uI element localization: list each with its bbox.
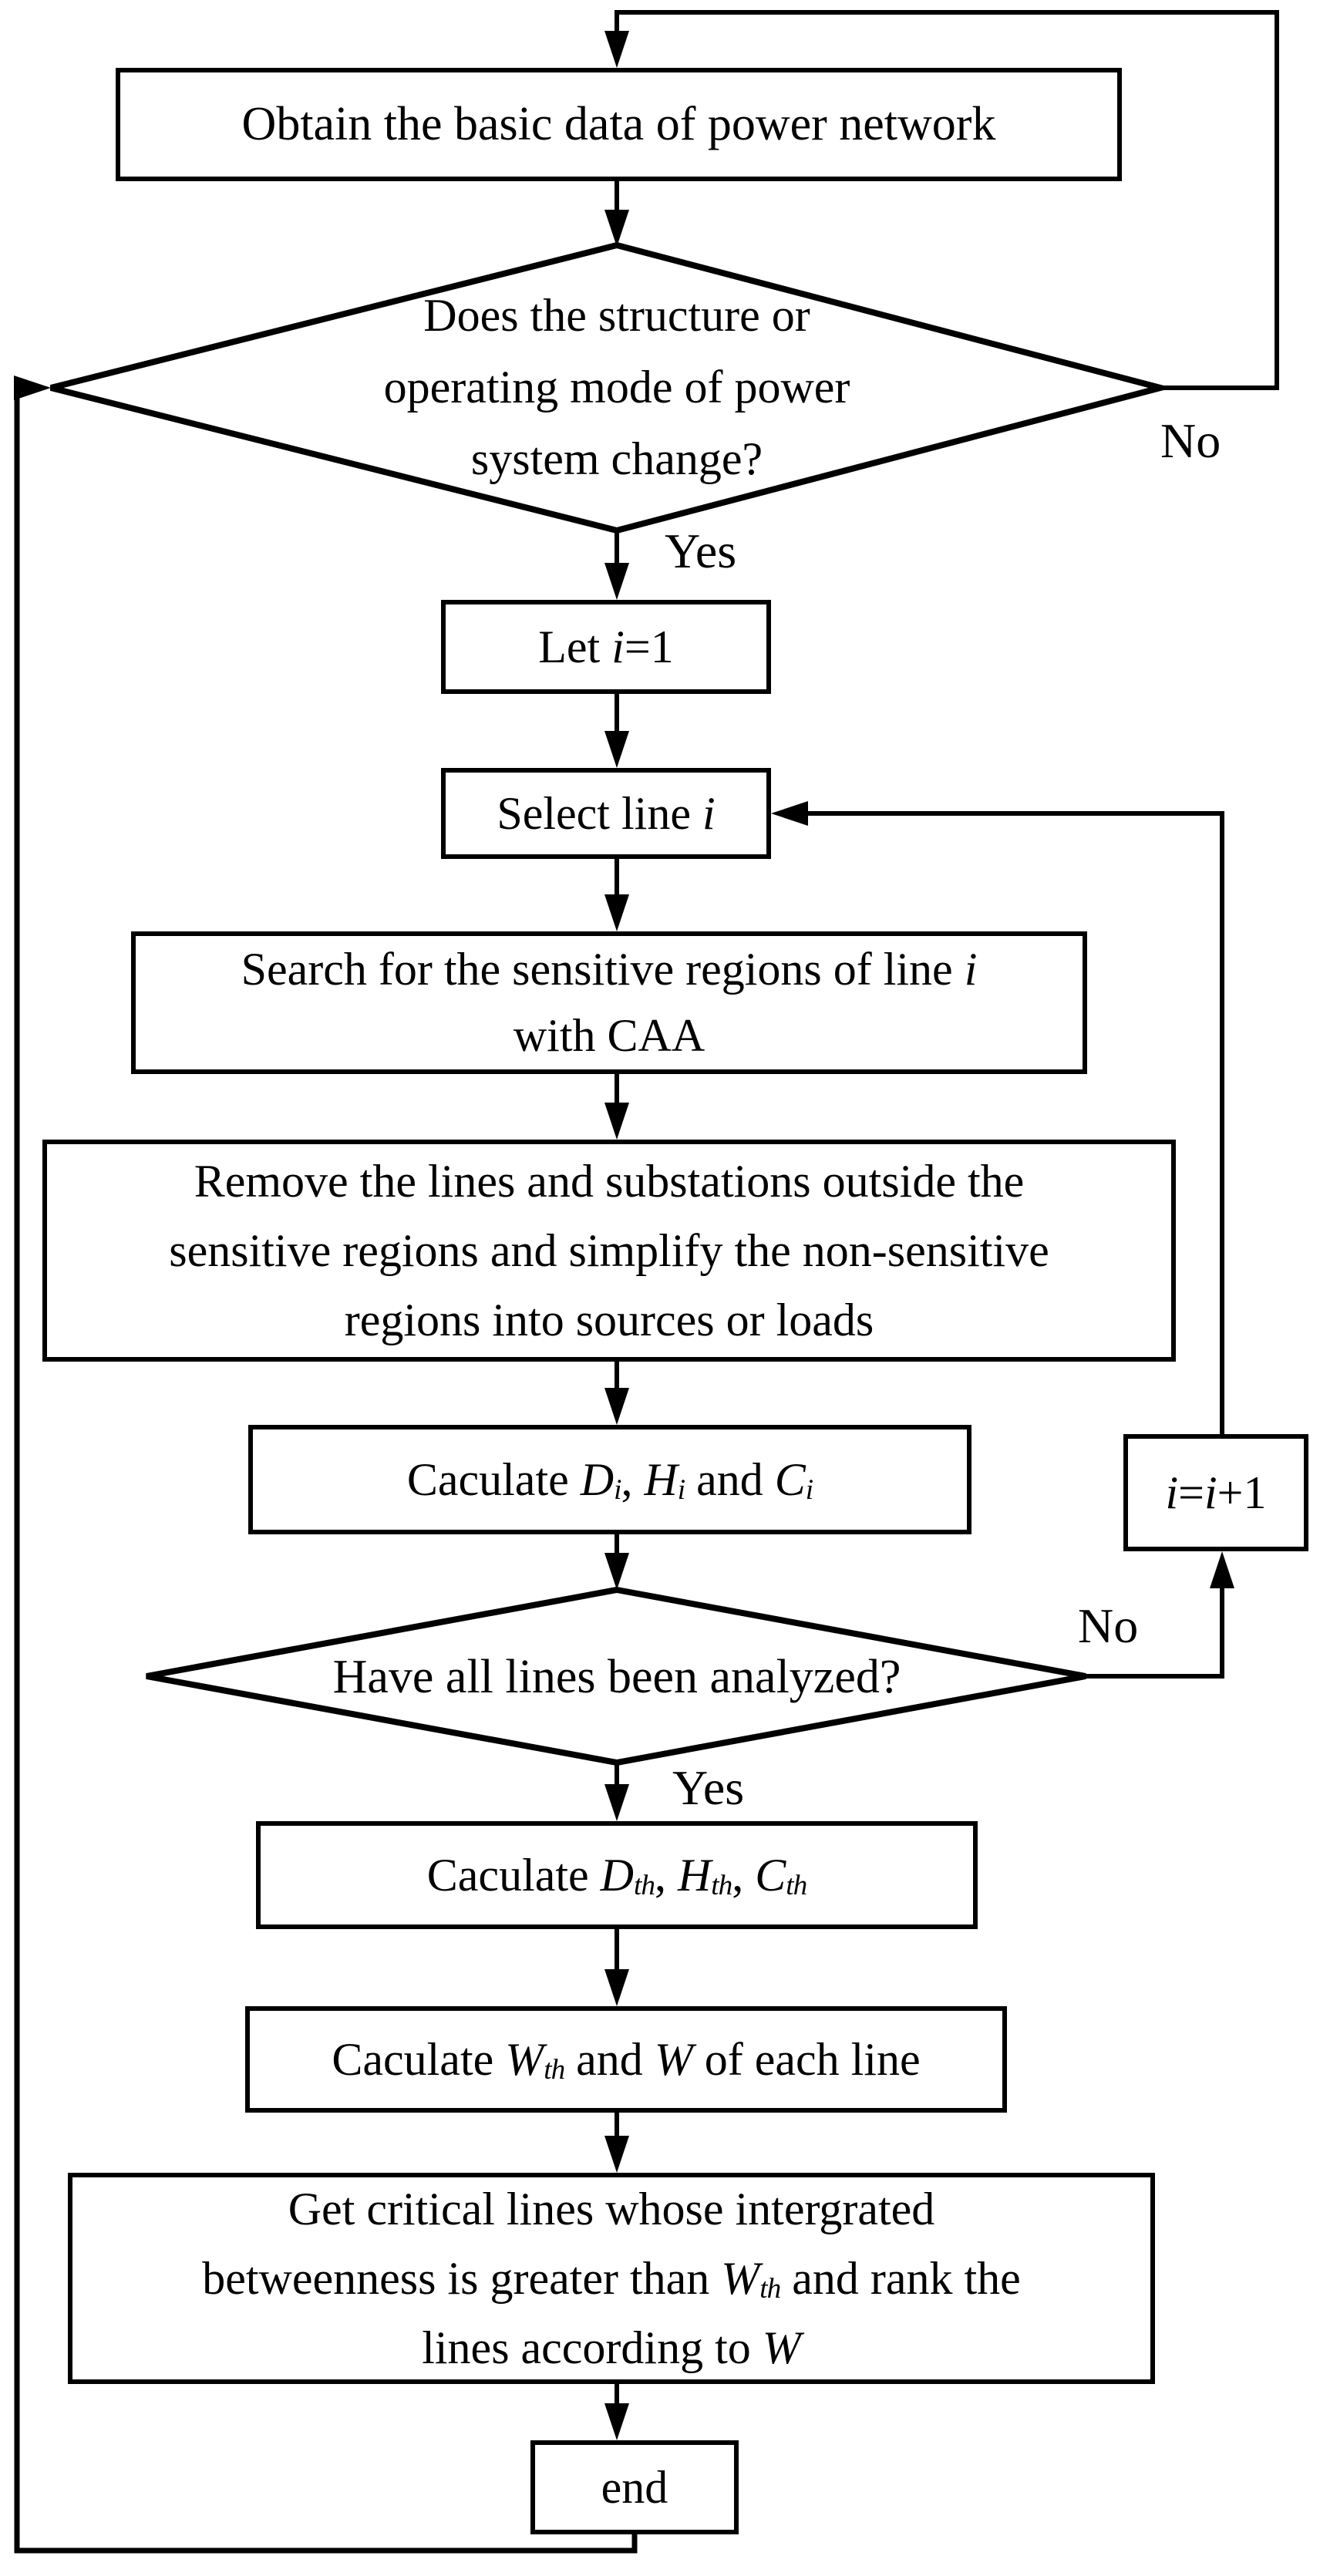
arrowhead-into-get bbox=[604, 2136, 629, 2173]
node-calculate-thresholds-label: Caculate Dth, Hth, Cth bbox=[426, 1849, 807, 1901]
node-increment-i-label: i=i+1 bbox=[1165, 1466, 1267, 1518]
arrowhead-into-calcth bbox=[604, 1784, 629, 1821]
node-search-sensitive-regions: Search for the sensitive regions of line… bbox=[131, 931, 1087, 1074]
arrowhead-into-select-top bbox=[604, 731, 629, 768]
edge-label-yes-top: Yes bbox=[665, 524, 737, 578]
edge-label-no-mid: No bbox=[1078, 1598, 1139, 1653]
edge-label-no-top: No bbox=[1160, 413, 1221, 468]
arrowhead-into-decision1 bbox=[604, 210, 629, 247]
node-select-line-i: Select line i bbox=[441, 768, 771, 859]
decision-all-lines-analyzed-text: Have all lines been analyzed? bbox=[332, 1650, 901, 1703]
node-calculate-w-label: Caculate Wth and W of each line bbox=[332, 2033, 921, 2086]
node-remove-and-simplify-label: Remove the lines and substations outside… bbox=[169, 1156, 1049, 1345]
node-calculate-thresholds: Caculate Dth, Hth, Cth bbox=[256, 1821, 978, 1929]
decision-all-lines-analyzed-label: Have all lines been analyzed? bbox=[193, 1619, 1041, 1735]
node-obtain-basic-data-label: Obtain the basic data of power network bbox=[241, 98, 996, 150]
node-increment-i: i=i+1 bbox=[1123, 1434, 1308, 1551]
arrowhead-into-decision1-left bbox=[14, 375, 51, 400]
node-end: end bbox=[530, 2440, 739, 2534]
arrowhead-into-decision2 bbox=[604, 1553, 629, 1590]
node-let-i-equals-1: Let i=1 bbox=[441, 600, 771, 694]
node-search-sensitive-regions-label: Search for the sensitive regions of line… bbox=[241, 944, 978, 1061]
node-calculate-w: Caculate Wth and W of each line bbox=[245, 2006, 1007, 2113]
arrowhead-into-inci bbox=[1210, 1551, 1234, 1588]
node-calculate-di-hi-ci: Caculate Di, Hi and Ci bbox=[248, 1425, 971, 1534]
decision-structure-change-shape bbox=[50, 241, 1173, 534]
node-calculate-di-hi-ci-label: Caculate Di, Hi and Ci bbox=[406, 1453, 813, 1506]
arrowhead-into-remove bbox=[604, 1103, 629, 1140]
edge-label-yes-mid: Yes bbox=[672, 1760, 745, 1815]
arrowhead-into-let bbox=[604, 563, 629, 600]
node-obtain-basic-data: Obtain the basic data of power network bbox=[116, 68, 1122, 181]
node-end-label: end bbox=[601, 2461, 668, 2513]
arrowhead-into-obtain bbox=[604, 31, 629, 68]
arrowhead-into-end bbox=[604, 2403, 629, 2440]
node-select-line-i-label: Select line i bbox=[497, 787, 716, 839]
decision-all-lines-analyzed-shape bbox=[146, 1586, 1086, 1766]
arrowhead-into-calci bbox=[604, 1388, 629, 1425]
node-let-i-equals-1-label: Let i=1 bbox=[538, 621, 674, 672]
node-remove-and-simplify: Remove the lines and substations outside… bbox=[42, 1140, 1176, 1362]
arrowhead-into-calcw bbox=[604, 1969, 629, 2006]
arrowhead-into-select-right bbox=[771, 801, 808, 826]
arrowhead-into-search bbox=[604, 894, 629, 931]
edge-no-loop-top bbox=[615, 10, 1279, 390]
edge-no-to-inci bbox=[1086, 1585, 1224, 1679]
edge-inci-to-select bbox=[805, 811, 1224, 1434]
